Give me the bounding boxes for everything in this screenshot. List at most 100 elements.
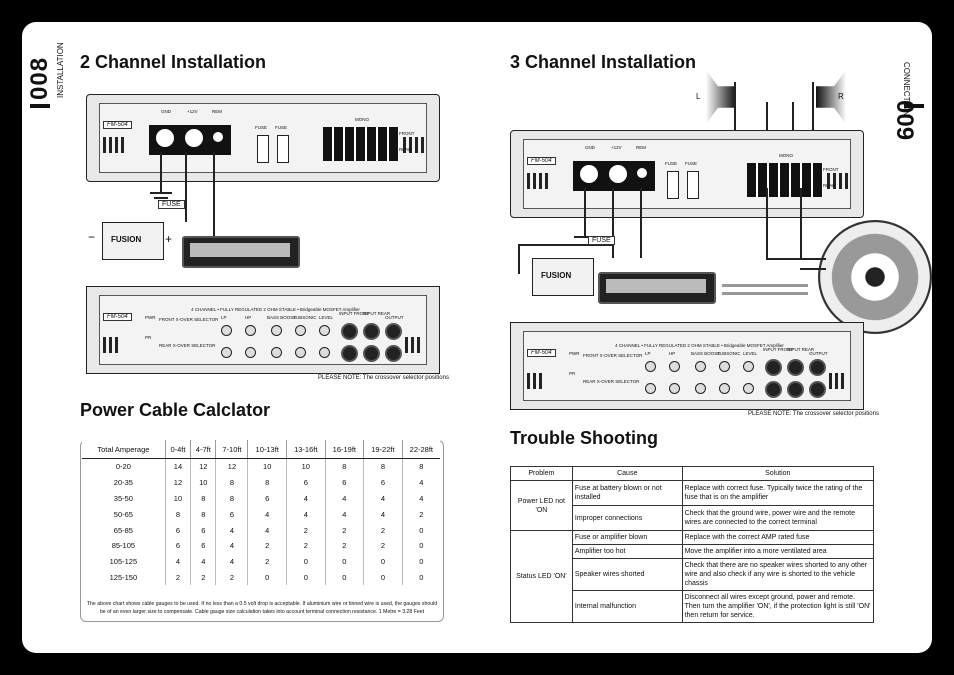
gauge-cell: 8 <box>401 458 440 475</box>
power-col-header: 22-28ft <box>401 440 440 459</box>
gauge-cell: 2 <box>324 522 364 538</box>
gnd-label-right: GND <box>585 145 595 150</box>
solution-cell: Replace with correct fuse. Typically twi… <box>681 480 875 506</box>
cause-cell: Internal malfunction <box>571 590 683 623</box>
gauge-cell: 2 <box>363 522 403 538</box>
title-power-cable: Power Cable Calclator <box>80 400 271 420</box>
gauge-cell: 8 <box>190 490 216 507</box>
gauge-cell: 8 <box>363 458 403 475</box>
amp-panel-right: FM-504 4 CHANNEL • FULLY REGULATED 2 OHM… <box>510 322 864 410</box>
amperage-cell: 125-150 <box>109 572 138 582</box>
solution-cell: Check that the ground wire, power wire a… <box>681 505 875 531</box>
front-xover-right: FRONT X-OVER SELECTOR <box>583 353 643 358</box>
lp-label-left: LP <box>221 315 227 320</box>
cause-cell: Amplifier too hot <box>571 544 683 559</box>
fuse-label-r2: FUSE <box>685 161 698 166</box>
rear-label: REAR <box>399 147 412 152</box>
left-page-number: 008 <box>26 56 53 100</box>
problem-cell: Status LED 'ON' <box>510 530 573 623</box>
input-front-left: INPUT FRONT <box>339 311 370 316</box>
pr-label-right: PR <box>569 371 576 376</box>
gauge-cell: 0 <box>363 569 403 586</box>
gauge-cell: 6 <box>164 522 191 538</box>
gauge-cell: 8 <box>247 474 287 491</box>
amperage-cell: 35-50 <box>113 493 133 503</box>
gauge-cell: 2 <box>401 506 440 523</box>
battery-brand-left: FUSION <box>111 235 142 244</box>
gauge-cell: 0 <box>401 569 440 586</box>
panel-title-right: 4 CHANNEL • FULLY REGULATED 2 OHM STABLE… <box>615 343 784 348</box>
amperage-cell: 105-125 <box>109 557 138 567</box>
gauge-cell: 4 <box>215 537 248 554</box>
plus12-label: +12V <box>187 109 198 114</box>
speaker-left <box>706 70 736 124</box>
battery-fuse-right: FUSE <box>588 236 615 245</box>
bass-boost-left: BASS BOOST <box>267 315 297 320</box>
power-col-header: 4-7ft <box>190 440 216 459</box>
power-table-footnote: The above chart shows cable gauges to be… <box>86 601 438 615</box>
input-front-right: INPUT FRONT <box>763 347 794 352</box>
amp-fuse-1 <box>257 135 269 163</box>
trouble-col-header: Problem <box>510 466 573 481</box>
battery-fuse-left: FUSE <box>158 200 185 209</box>
output-left: OUTPUT <box>385 315 404 320</box>
gauge-cell: 10 <box>190 474 216 491</box>
power-col-header: 0-4ft <box>164 440 191 459</box>
gauge-cell: 4 <box>215 522 248 538</box>
trouble-col-header: Solution <box>681 466 875 481</box>
note-right: PLEASE NOTE: The crossover selector posi… <box>748 411 879 417</box>
rem-label-right: REM <box>636 145 646 150</box>
head-unit-right <box>598 272 716 304</box>
gauge-cell: 4 <box>190 553 216 570</box>
rear-xover-left: REAR X-OVER SELECTOR <box>159 343 216 348</box>
bass-boost-right: BASS BOOST <box>691 351 721 356</box>
gauge-cell: 6 <box>190 522 216 538</box>
subwoofer <box>818 220 932 334</box>
amperage-cell: 65-85 <box>113 525 133 535</box>
level-right: LEVEL <box>743 351 758 356</box>
gauge-cell: 2 <box>324 537 364 554</box>
battery-left: FUSION <box>102 222 164 260</box>
gauge-cell: 2 <box>286 537 326 554</box>
gauge-cell: 4 <box>164 553 191 570</box>
gauge-cell: 4 <box>247 522 287 538</box>
power-col-header: 16-19ft <box>324 440 364 459</box>
gauge-cell: 0 <box>401 553 440 570</box>
amp-model-tag-right: FM-504 <box>527 157 556 165</box>
gauge-cell: 12 <box>164 474 191 491</box>
power-col-header: 13-16ft <box>286 440 326 459</box>
rear-label-right: REAR <box>823 183 836 188</box>
level-left: LEVEL <box>319 315 334 320</box>
gauge-cell: 4 <box>286 506 326 523</box>
lp-label-right: LP <box>645 351 651 356</box>
right-page-bar <box>904 104 924 108</box>
power-col-header: 7-10ft <box>215 440 248 459</box>
fuse-label-2: FUSE <box>275 125 288 130</box>
amperage-cell: 20-35 <box>113 478 133 488</box>
pwr-label-right: PWR <box>569 351 580 356</box>
amp-fuse-2 <box>277 135 289 163</box>
panel-model-left: FM-504 <box>103 313 132 321</box>
amperage-cell: 85-105 <box>111 541 136 551</box>
gauge-cell: 14 <box>164 458 191 475</box>
gauge-cell: 6 <box>190 537 216 554</box>
left-page-bar <box>30 104 50 108</box>
title-3-channel: 3 Channel Installation <box>510 52 697 72</box>
cause-cell: Fuse or amplifier blown <box>571 530 683 545</box>
gauge-cell: 2 <box>215 569 248 586</box>
input-rear-right: INPUT REAR <box>787 347 815 352</box>
gnd-label: GND <box>161 109 171 114</box>
front-label-right: FRONT <box>823 167 839 172</box>
power-col-header: Total Amperage <box>82 440 166 459</box>
cause-cell: Speaker wires shorted <box>571 558 683 591</box>
gauge-cell: 4 <box>324 490 364 507</box>
gauge-cell: 4 <box>401 490 440 507</box>
